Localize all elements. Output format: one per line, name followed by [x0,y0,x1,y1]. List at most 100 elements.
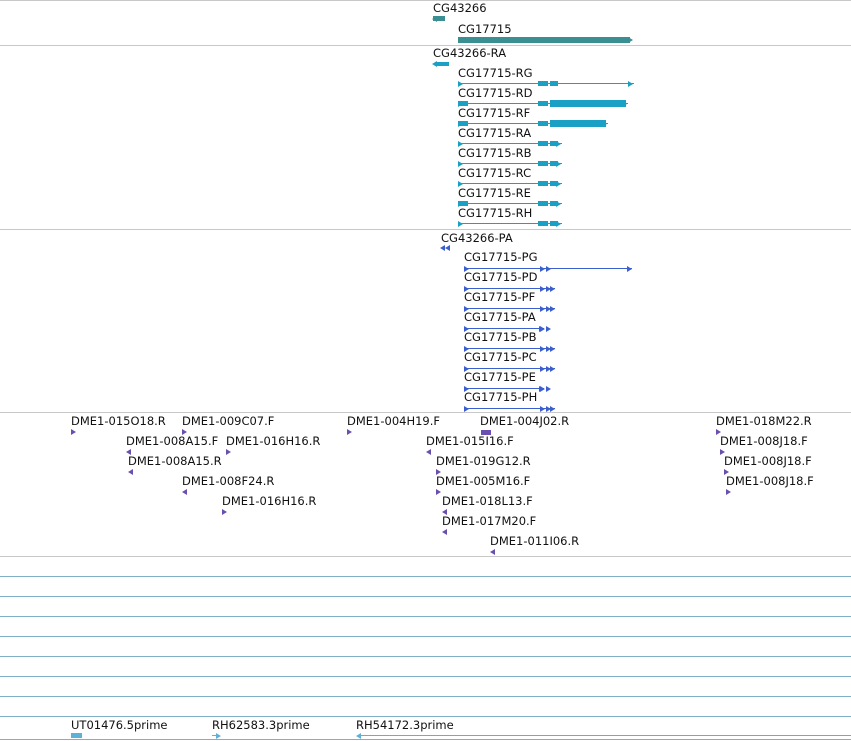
strand-arrow-icon [464,345,469,352]
protein-label[interactable]: CG17715-PH [464,390,538,404]
transcript-exon [550,120,606,127]
strand-arrow-icon [716,429,721,435]
strand-arrow-icon [540,305,545,312]
clone-label[interactable]: DME1-018M22.R [716,414,812,428]
protein-label[interactable]: CG17715-PF [464,290,536,304]
strand-arrow-icon [540,365,545,372]
transcript-exon [550,81,558,86]
transcript-label[interactable]: CG17715-RH [458,206,533,220]
transcript-exon [538,201,548,206]
transcript-label[interactable]: CG17715-RB [458,146,532,160]
strand-arrow-icon [546,405,551,412]
clone-label[interactable]: DME1-008J18.F [720,434,808,448]
transcript-exon [550,141,558,146]
transcript-exon [538,81,548,86]
est-row-line [0,616,851,617]
strand-arrow-icon [546,325,551,332]
strand-arrow-icon [458,140,463,147]
clone-label[interactable]: DME1-017M20.F [442,514,537,528]
clone-feature [481,430,491,435]
protein-line [464,368,555,369]
strand-arrow-icon [546,305,551,312]
strand-arrow-icon [458,180,463,187]
strand-arrow-icon [71,429,76,435]
transcript-label[interactable]: CG17715-RE [458,186,531,200]
clone-label[interactable]: DME1-008A15.R [128,454,222,468]
clone-label[interactable]: DME1-004J02.R [480,414,570,428]
strand-arrow-icon [464,305,469,312]
strand-arrow-icon [622,100,627,107]
transcript-label[interactable]: CG17715-RA [458,126,532,140]
clone-label[interactable]: DME1-015I16.F [426,434,514,448]
est-label[interactable]: RH54172.3prime [356,718,454,732]
gene-label[interactable]: CG43266 [433,1,487,15]
protein-line [464,348,555,349]
est-row-line [0,656,851,657]
strand-arrow-icon [222,509,227,515]
clone-label[interactable]: DME1-005M16.F [436,474,531,488]
strand-arrow-icon [128,469,133,475]
clone-label[interactable]: DME1-011I06.R [490,534,580,548]
strand-arrow-icon [539,385,544,392]
clone-label[interactable]: DME1-004H19.F [347,414,441,428]
clone-label[interactable]: DME1-018L13.F [442,494,533,508]
strand-arrow-icon [556,160,561,167]
transcript-label[interactable]: CG17715-RF [458,106,531,120]
strand-arrow-icon [432,15,437,22]
protein-line [464,308,555,309]
strand-arrow-icon [540,285,545,292]
strand-arrow-icon [440,245,445,251]
clone-label[interactable]: DME1-009C07.F [182,414,275,428]
est-row-line [0,739,851,740]
strand-arrow-icon [546,365,551,372]
strand-arrow-icon [464,325,469,332]
strand-arrow-icon [546,345,551,352]
strand-arrow-icon [550,305,555,312]
protein-label[interactable]: CG17715-PC [464,350,537,364]
strand-arrow-icon [602,120,607,127]
clone-label[interactable]: DME1-016H16.R [222,494,317,508]
strand-arrow-icon [546,285,551,292]
strand-arrow-icon [226,449,231,455]
clone-label[interactable]: DME1-016H16.R [226,434,321,448]
strand-arrow-icon [442,529,447,535]
transcript-label[interactable]: CG43266-RA [433,46,507,60]
strand-arrow-icon [550,285,555,292]
strand-arrow-icon [550,405,555,412]
clone-label[interactable]: DME1-008J18.F [726,474,814,488]
strand-arrow-icon [540,265,545,272]
protein-label[interactable]: CG17715-PD [464,270,538,284]
protein-label[interactable]: CG43266-PA [441,231,513,245]
protein-label[interactable]: CG17715-PB [464,330,537,344]
est-label[interactable]: UT01476.5prime [71,718,168,732]
transcript-intron [458,183,562,184]
gene-feature [458,37,630,43]
transcript-exon [458,201,468,206]
clone-label[interactable]: DME1-008J18.F [724,454,812,468]
protein-label[interactable]: CG17715-PG [464,250,538,264]
strand-arrow-icon [546,385,551,392]
strand-arrow-icon [464,405,469,412]
strand-arrow-icon [628,80,633,87]
gene-label[interactable]: CG17715 [458,22,512,36]
transcript-label[interactable]: CG17715-RG [458,66,533,80]
protein-label[interactable]: CG17715-PE [464,370,536,384]
strand-arrow-icon [539,325,544,332]
transcript-exon [550,221,558,226]
clone-label[interactable]: DME1-015O18.R [71,414,166,428]
transcript-intron [458,163,562,164]
est-row-line [0,696,851,697]
strand-arrow-icon [724,469,729,475]
protein-line [464,288,555,289]
protein-label[interactable]: CG17715-PA [464,310,536,324]
clone-label[interactable]: DME1-008F24.R [182,474,275,488]
transcript-label[interactable]: CG17715-RC [458,166,532,180]
clone-label[interactable]: DME1-008A15.F [126,434,219,448]
clone-label[interactable]: DME1-019G12.R [436,454,531,468]
transcript-intron [458,143,562,144]
transcript-label[interactable]: CG17715-RD [458,86,533,100]
est-label[interactable]: RH62583.3prime [212,718,310,732]
strand-arrow-icon [216,732,221,739]
transcript-feature [435,62,449,66]
